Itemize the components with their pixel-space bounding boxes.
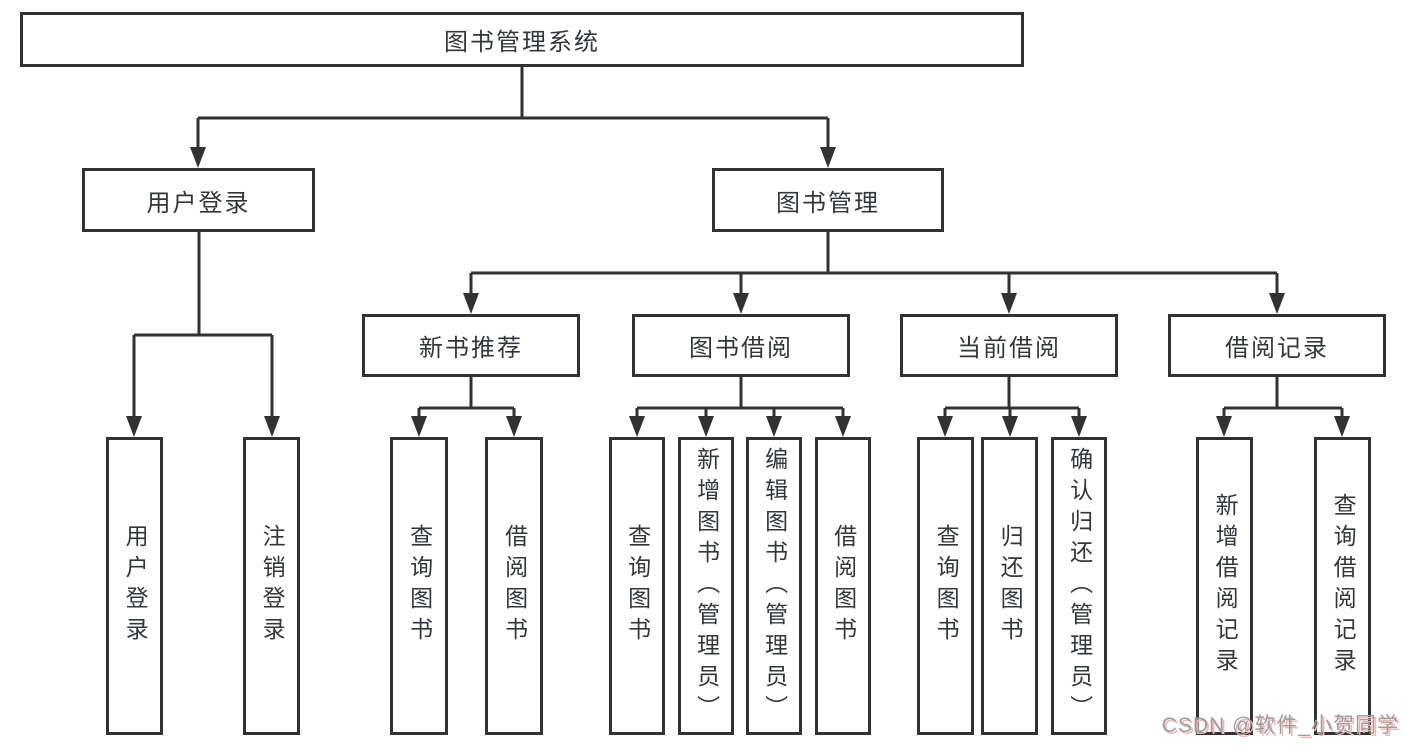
leaf-query-books-current: 查询图书: [917, 437, 974, 735]
node-new-book-recommend: 新书推荐: [362, 314, 580, 377]
leaf-return-books: 归还图书: [981, 437, 1038, 735]
connector-edges: [132, 67, 1344, 421]
leaf-add-book-admin: 新增图书（管理员）: [678, 437, 734, 735]
leaf-query-books-recommend: 查询图书: [390, 437, 448, 735]
leaf-borrow-books-recommend: 借阅图书: [485, 437, 543, 735]
leaf-query-books-borrow: 查询图书: [609, 437, 665, 735]
node-borrow-records: 借阅记录: [1168, 314, 1386, 377]
arrowhead-icons: [126, 147, 1350, 437]
node-current-borrow: 当前借阅: [900, 314, 1118, 377]
node-book-borrow: 图书借阅: [632, 314, 850, 377]
leaf-query-borrow-record: 查询借阅记录: [1314, 437, 1371, 735]
leaf-borrow-books: 借阅图书: [815, 437, 871, 735]
leaf-logout: 注销登录: [243, 437, 300, 735]
leaf-user-login: 用户登录: [106, 437, 163, 735]
node-book-management: 图书管理: [712, 168, 944, 232]
leaf-confirm-return-admin: 确认归还（管理员）: [1051, 437, 1107, 735]
leaf-add-borrow-record: 新增借阅记录: [1196, 437, 1253, 735]
leaf-edit-book-admin: 编辑图书（管理员）: [746, 437, 802, 735]
node-user-login: 用户登录: [82, 168, 315, 232]
node-library-management-system: 图书管理系统: [20, 12, 1024, 67]
csdn-watermark: CSDN @软件_小贺同学: [1161, 714, 1399, 737]
